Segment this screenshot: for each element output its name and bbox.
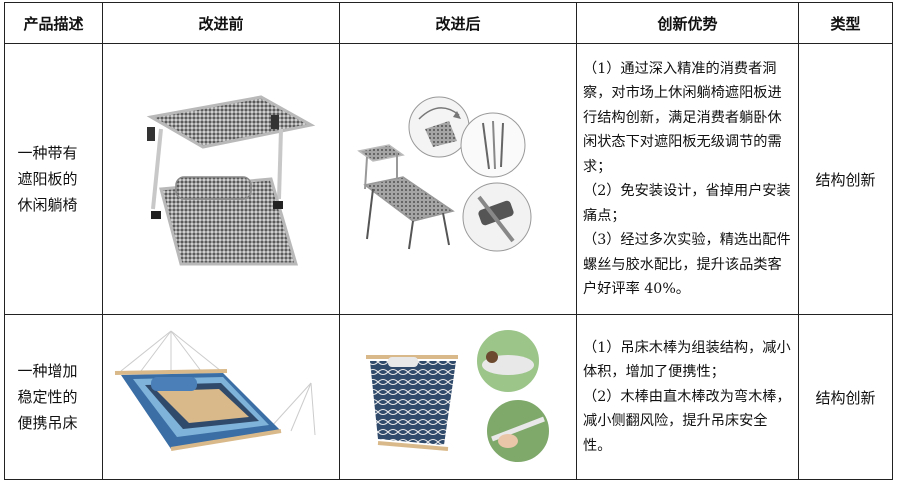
row1-advantage-3: （3）经过多次实验，精选出配件螺丝与胶水配比，提升该品类客户好评率 40%。 [583, 232, 791, 297]
table-row: 一种增加稳定性的便携吊床 [4, 314, 893, 480]
header-after: 改进后 [339, 2, 577, 44]
header-advantage: 创新优势 [576, 2, 799, 44]
row2-desc-cell: 一种增加稳定性的便携吊床 [4, 314, 103, 480]
header-before: 改进前 [102, 2, 340, 44]
row2-type: 结构创新 [798, 314, 893, 480]
table-row: 一种带有遮阳板的休闲躺椅 [4, 43, 893, 315]
row2-advantage-1: （1）吊床木棒为组装结构，减小体积，增加了便携性； [583, 339, 791, 381]
row2-before-cell [102, 314, 340, 480]
header-row: 产品描述 改进前 改进后 创新优势 类型 [4, 2, 893, 44]
lounge-chair-detail-image [357, 96, 532, 252]
hammock-detail-image [366, 328, 551, 464]
row1-advantages: （1）通过深入精准的消费者洞察，对市场上休闲躺椅遮阳板进行结构创新，满足消费者躺… [576, 43, 799, 315]
row1-desc: 一种带有遮阳板的休闲躺椅 [17, 144, 78, 214]
row1-advantage-2: （2）免安装设计，省掉用户安装痛点； [583, 183, 791, 224]
row2-after-cell [339, 314, 577, 480]
hammock-image [114, 330, 316, 451]
row1-after-cell [339, 43, 577, 315]
row1-desc-cell: 一种带有遮阳板的休闲躺椅 [4, 43, 103, 315]
row1-before-cell [102, 43, 340, 315]
row2-advantage-2: （2）木棒由直木棒改为弯木棒，减小侧翻风险，提升吊床安全性。 [583, 388, 791, 454]
row1-advantage-1: （1）通过深入精准的消费者洞察，对市场上休闲躺椅遮阳板进行结构创新，满足消费者躺… [583, 60, 782, 175]
row2-advantages: （1）吊床木棒为组装结构，减小体积，增加了便携性； （2）木棒由直木棒改为弯木棒… [576, 314, 799, 480]
row1-type: 结构创新 [798, 43, 893, 315]
header-type: 类型 [798, 2, 893, 44]
header-desc: 产品描述 [4, 2, 103, 44]
row2-desc: 一种增加稳定性的便携吊床 [17, 362, 78, 432]
lounge-chair-image [146, 95, 316, 266]
innovation-table: 产品描述 改进前 改进后 创新优势 类型 一种带有遮阳板的休闲躺椅 [4, 2, 893, 480]
